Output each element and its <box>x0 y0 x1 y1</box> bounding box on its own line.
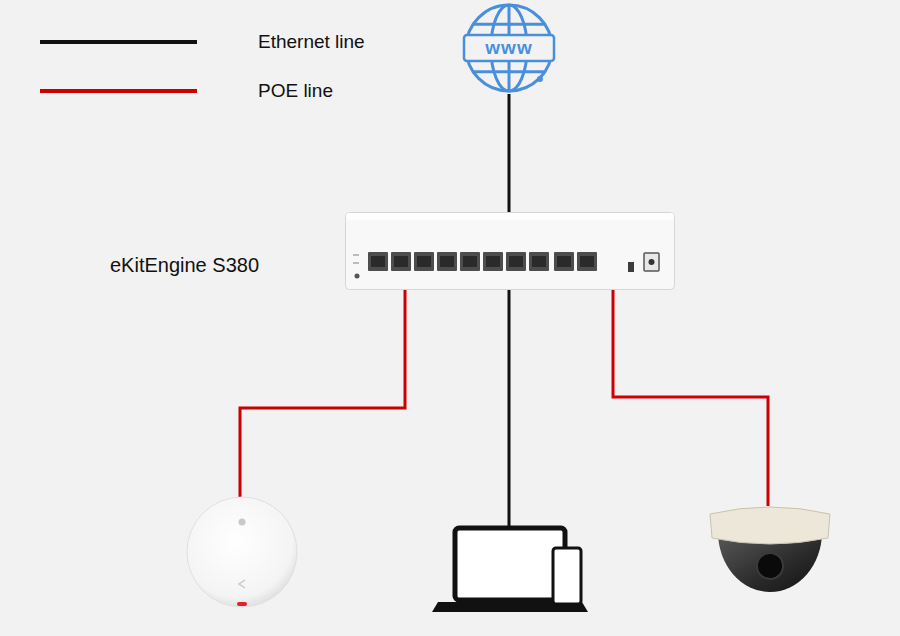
rj45-port-inner <box>509 256 523 267</box>
rj45-port-inner <box>486 256 500 267</box>
phone <box>553 548 581 604</box>
legend-label: POE line <box>258 78 400 104</box>
switch-top <box>346 213 674 220</box>
ethernet-connector <box>508 94 511 212</box>
poe-wire <box>613 290 768 506</box>
legend-line-sample <box>40 89 197 93</box>
legend-label: Ethernet line <box>258 29 400 55</box>
laptop-screen <box>455 528 565 600</box>
power-jack <box>644 253 659 271</box>
device-name-label: eKitEngine S380 <box>110 253 330 277</box>
rj45-port-inner <box>580 256 594 267</box>
laptop-phone-icon <box>432 528 588 612</box>
rj45-port <box>437 252 457 271</box>
power-jack-pin <box>649 259 655 265</box>
rj45-port <box>483 252 503 271</box>
legend-sample <box>40 29 200 55</box>
switch-ports <box>368 252 597 271</box>
switch-node: eKitEngine S380 <box>345 212 675 290</box>
legend-sample <box>40 78 200 104</box>
legend-line-sample <box>40 40 197 44</box>
globe-band <box>464 35 554 61</box>
access-point-mark <box>239 580 245 588</box>
access-point-logo <box>239 519 246 526</box>
rj45-port-inner <box>557 256 571 267</box>
internet-globe-node: www <box>462 2 556 94</box>
poe-wire <box>240 290 405 497</box>
switch-body <box>346 213 675 290</box>
rj45-port-inner <box>440 256 454 267</box>
access-point-icon <box>187 497 297 607</box>
legend-entry: POE line <box>40 78 400 104</box>
access-point-led <box>237 602 247 606</box>
globe-label: www <box>483 37 534 59</box>
switch-button <box>628 262 634 272</box>
globe-parallel <box>473 70 545 73</box>
rj45-port <box>414 252 434 271</box>
camera-lens <box>757 553 783 579</box>
rj45-port <box>577 252 597 271</box>
rj45-port-inner <box>532 256 546 267</box>
reset-hole <box>355 274 360 279</box>
rj45-port-inner <box>417 256 431 267</box>
access-point-body <box>187 497 297 607</box>
switch-housing <box>345 212 675 290</box>
globe-parallel <box>473 23 545 26</box>
ethernet-wire <box>508 290 511 526</box>
rj45-port <box>391 252 411 271</box>
dome-camera-icon <box>710 507 830 592</box>
camera-mount <box>710 507 830 544</box>
legend-entry: Ethernet line <box>40 29 400 55</box>
rj45-port <box>506 252 526 271</box>
rj45-port-inner <box>394 256 408 267</box>
rj45-port <box>368 252 388 271</box>
rj45-port-inner <box>371 256 385 267</box>
switch-led <box>353 254 359 256</box>
rj45-port-inner <box>463 256 477 267</box>
rj45-port <box>554 252 574 271</box>
switch-led <box>353 262 359 264</box>
rj45-port <box>460 252 480 271</box>
rj45-port <box>529 252 549 271</box>
globe-dot <box>537 76 543 82</box>
